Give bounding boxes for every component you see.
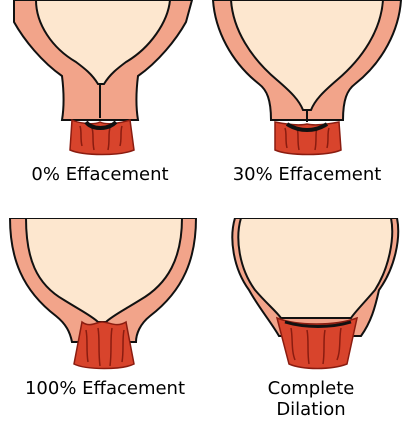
panel-0-effacement: 0% Effacement bbox=[0, 0, 200, 160]
uterus-complete-dilation-illustration bbox=[215, 218, 407, 378]
panel-label: 0% Effacement bbox=[0, 164, 200, 185]
uterus-0-effacement-illustration bbox=[0, 0, 200, 160]
panel-label: 100% Effacement bbox=[0, 378, 210, 399]
panel-label-line1: Complete bbox=[215, 378, 407, 399]
panel-label-line2: Dilation bbox=[215, 399, 407, 420]
panel-30-effacement: 30% Effacement bbox=[207, 0, 407, 160]
panel-100-effacement: 100% Effacement bbox=[0, 218, 210, 378]
uterus-30-effacement-illustration bbox=[207, 0, 407, 160]
uterus-100-effacement-illustration bbox=[0, 218, 210, 378]
panel-complete-dilation: Complete Dilation bbox=[215, 218, 407, 423]
panel-label: 30% Effacement bbox=[207, 164, 407, 185]
